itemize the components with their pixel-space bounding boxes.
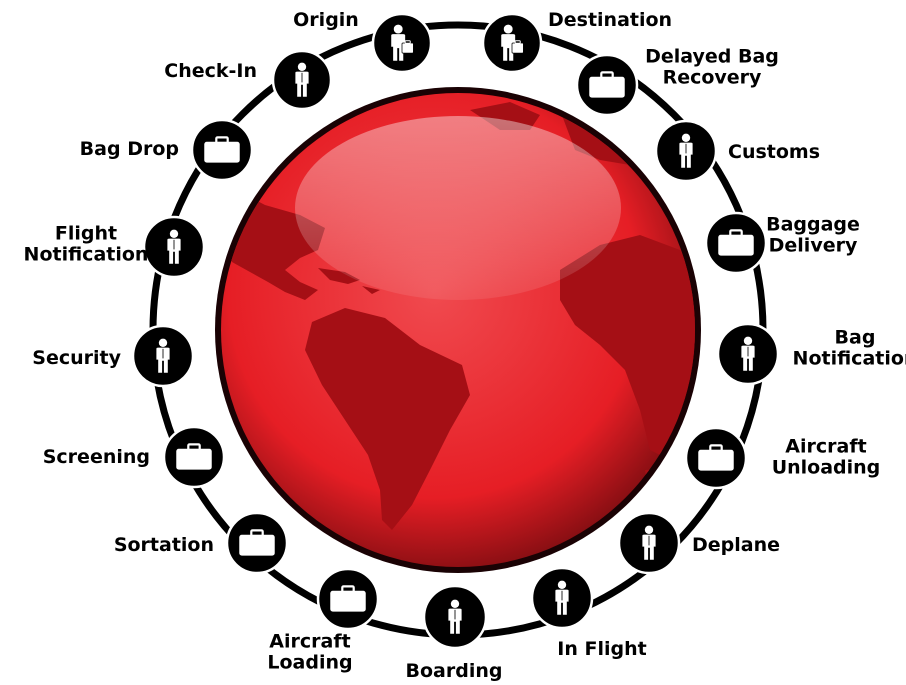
step-node-check-in: [273, 51, 331, 109]
step-node-origin: [373, 14, 431, 72]
globe-illustration: [215, 87, 701, 573]
step-label-flight-notification-line1: Flight: [55, 223, 117, 245]
step-label-check-in: Check-In: [164, 60, 257, 82]
step-node-in-flight: [532, 568, 592, 628]
step-node-bag-drop: [192, 120, 252, 180]
step-label-aircraft-unloading-line1: Aircraft: [785, 436, 866, 458]
step-label-sortation: Sortation: [114, 534, 214, 556]
step-label-bag-drop: Bag Drop: [80, 138, 179, 160]
step-label-flight-notification-line2: Notification: [24, 244, 149, 266]
step-label-deplane: Deplane: [692, 534, 780, 556]
step-label-delayed-bag-recovery-line2: Recovery: [663, 67, 762, 89]
step-label-in-flight: In Flight: [557, 638, 646, 660]
step-label-aircraft-loading-line2: Loading: [267, 652, 352, 674]
step-node-security: [133, 326, 193, 386]
step-node-bag-notification: [718, 324, 778, 384]
step-node-delayed-bag-recovery: [577, 55, 637, 115]
step-node-destination: [483, 14, 541, 72]
step-label-screening: Screening: [43, 446, 150, 468]
step-node-baggage-delivery: [706, 213, 766, 273]
step-label-bag-notification-line1: Bag: [835, 327, 876, 349]
step-node-flight-notification: [144, 217, 204, 277]
step-node-screening: [164, 427, 224, 487]
step-label-destination: Destination: [548, 9, 672, 31]
step-label-delayed-bag-recovery-line1: Delayed Bag: [645, 46, 779, 68]
step-label-aircraft-loading-line1: Aircraft: [269, 631, 350, 653]
step-label-bag-notification-line2: Notification: [793, 348, 906, 370]
step-label-boarding: Boarding: [406, 660, 503, 682]
step-node-sortation: [227, 513, 287, 573]
step-label-aircraft-unloading-line2: Unloading: [772, 457, 881, 479]
step-label-baggage-delivery-line2: Delivery: [769, 235, 858, 257]
step-node-aircraft-unloading: [686, 428, 746, 488]
step-node-deplane: [619, 513, 679, 573]
step-label-origin: Origin: [293, 9, 359, 31]
step-node-boarding: [424, 586, 486, 648]
step-label-baggage-delivery-line1: Baggage: [766, 214, 860, 236]
step-label-security: Security: [32, 347, 121, 369]
step-node-aircraft-loading: [318, 569, 378, 629]
step-node-customs: [656, 121, 716, 181]
step-label-customs: Customs: [728, 141, 820, 163]
